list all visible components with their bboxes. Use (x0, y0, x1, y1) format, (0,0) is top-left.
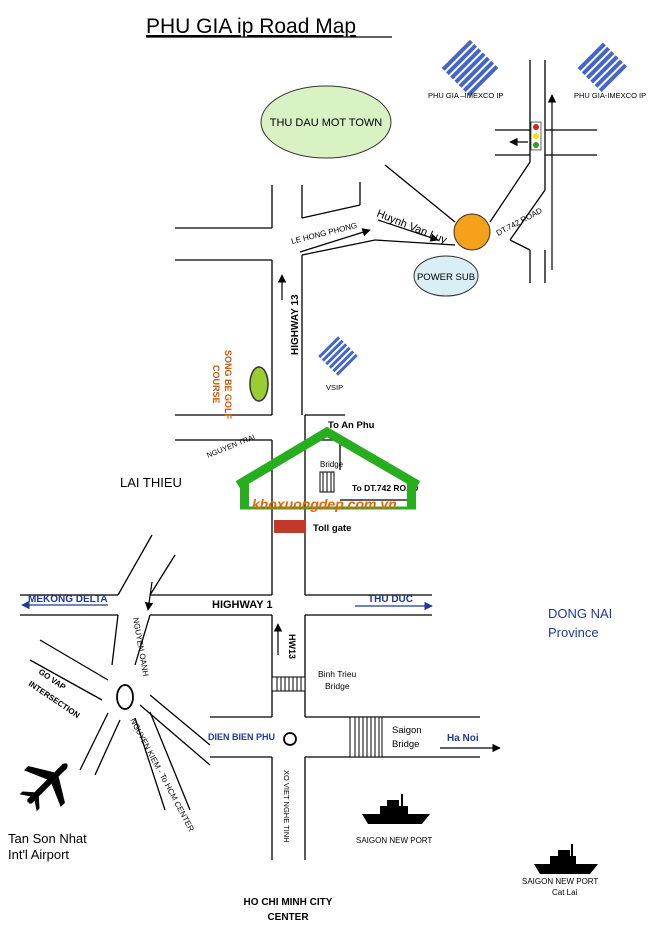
ship-icon-cat-lai (534, 844, 598, 874)
ship-icon (362, 794, 430, 824)
toll-gate (274, 520, 306, 533)
thu-dau-mot-town (260, 85, 392, 159)
to-dt742-label: To DT.742 ROAD (352, 483, 418, 493)
traffic-light-icon (530, 121, 542, 151)
lai-thieu-label: LAI THIEU (120, 475, 182, 490)
xo-viet-nghe-tinh-label: XO VIET NGHE TINH (282, 770, 291, 843)
phu-gia-label-2: PHU GIA-IMEXCO IP (574, 91, 646, 100)
roads (20, 60, 597, 860)
saigon-bridge-label-2: Bridge (392, 739, 419, 750)
vsip-logo (318, 336, 358, 376)
golf-course (249, 366, 269, 402)
phu-gia-logo-2 (577, 42, 628, 93)
roundabout (453, 213, 491, 251)
nguyen-kiem-label: NGUYEN KIEM - To HCM CENTER (128, 717, 196, 834)
mekong-delta-label: MEKONG DELTA (28, 594, 108, 605)
to-an-phu-label: To An Phu (328, 420, 375, 431)
airplane-icon (19, 763, 68, 812)
dien-bien-phu-label: DIEN BIEN PHU (208, 732, 275, 742)
ha-noi-label: Ha Noi (447, 733, 479, 744)
saigon-new-port-label: SAIGON NEW PORT (356, 836, 432, 845)
cat-lai-label: Cat Lai (552, 888, 578, 897)
toll-gate-label: Toll gate (313, 523, 351, 534)
dien-bien-phu-roundabout (283, 732, 297, 746)
hcm-center-label-2: CENTER (267, 912, 309, 923)
phu-gia-label-1: PHU GIA –IMEXCO IP (428, 91, 503, 100)
nguyen-trai-label: NGUYEN TRAI (205, 432, 256, 459)
tan-son-nhat-label-2: Int'l Airport (8, 847, 69, 862)
watermark-site-label: khoxuongdep.com.vn (252, 496, 397, 512)
hw13-bottom-label: HW13 (287, 634, 297, 659)
power-sub (413, 255, 479, 297)
govap-roundabout (116, 684, 134, 710)
course-label: COURSE (211, 365, 221, 404)
binh-trieu-bridge (271, 676, 306, 692)
saigon-new-port-cat-lai-label: SAIGON NEW PORT (522, 877, 598, 886)
binh-trieu-label-2: Bridge (325, 681, 350, 691)
province-label: Province (548, 625, 599, 640)
le-hong-phong-label: LE HONG PHONG (290, 221, 358, 246)
hcm-center-label-1: HO CHI MINH CITY (244, 897, 333, 908)
tan-son-nhat-label-1: Tan Son Nhat (8, 831, 87, 846)
thu-duc-label: THU DUC (368, 594, 413, 605)
lai-thieu-bridge (319, 471, 335, 493)
song-be-golf-label: SONG BE GOLF (223, 350, 233, 420)
phu-gia-logo-1 (441, 39, 499, 97)
dong-nai-label: DONG NAI (548, 606, 612, 621)
bridge-label-top: Bridge (320, 460, 344, 469)
binh-trieu-label-1: Binh Trieu (318, 669, 357, 679)
dt742-road-label: DT.742 ROAD (495, 206, 544, 238)
watermark-house-icon (235, 426, 421, 510)
highway1-label: HIGHWAY 1 (212, 599, 273, 611)
thu-dau-mot-label: THU DAU MOT TOWN (270, 117, 383, 129)
highway13-top-label: HIGHWAY 13 (290, 294, 301, 355)
saigon-bridge (349, 716, 383, 758)
vsip-label: VSIP (326, 383, 343, 392)
map-title: PHU GIA ip Road Map (146, 15, 356, 38)
power-sub-label: POWER SUB (417, 272, 475, 283)
saigon-bridge-label-1: Saigon (392, 725, 422, 736)
